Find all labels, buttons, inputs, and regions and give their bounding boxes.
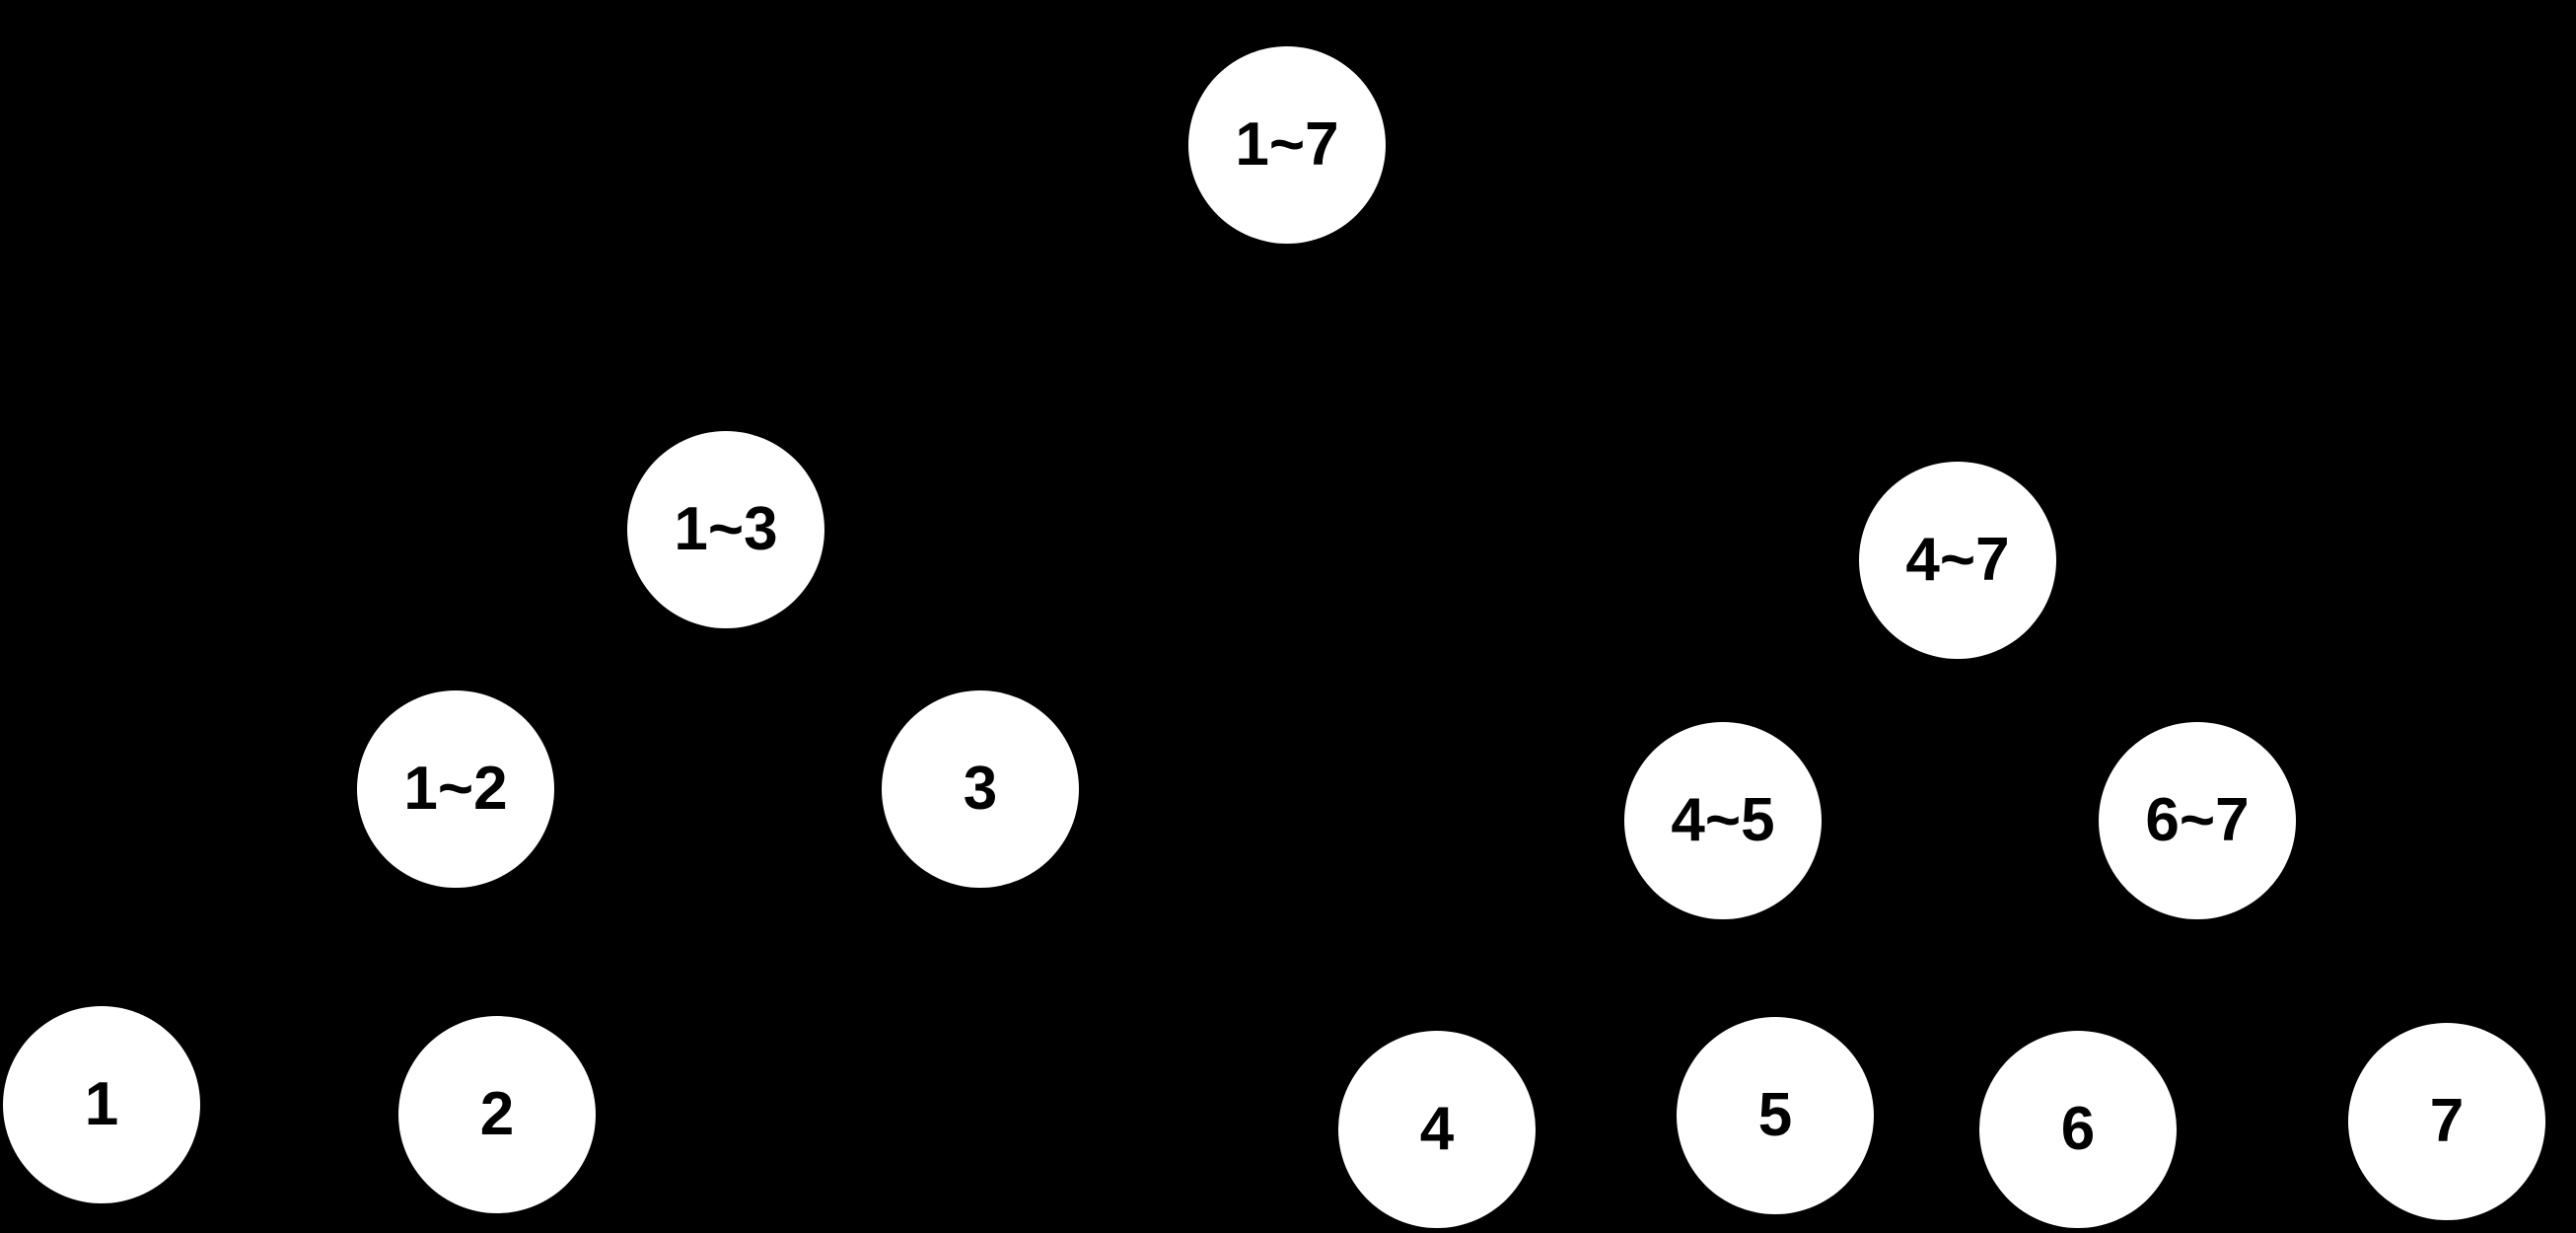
tree-node-4-5: 4~5 (1624, 722, 1822, 919)
tree-node-1-7: 1~7 (1188, 46, 1386, 244)
node-label-4-5: 4~5 (1671, 786, 1775, 854)
tree-node-2: 2 (398, 1016, 596, 1213)
tree-node-4: 4 (1338, 1031, 1536, 1228)
node-label-7: 7 (2429, 1087, 2465, 1155)
tree-node-7: 7 (2348, 1023, 2545, 1220)
node-label-2: 2 (479, 1080, 515, 1148)
node-label-6-7: 6~7 (2145, 786, 2250, 854)
tree-node-6-7: 6~7 (2099, 722, 2296, 919)
tree-node-3: 3 (882, 690, 1079, 888)
tree-node-6: 6 (1979, 1031, 2177, 1228)
node-label-5: 5 (1757, 1081, 1793, 1149)
tree-node-1: 1 (3, 1006, 200, 1203)
node-label-4-7: 4~7 (1905, 526, 2010, 594)
node-label-6: 6 (2060, 1095, 2096, 1163)
node-label-1-3: 1~3 (674, 495, 778, 563)
node-label-1-2: 1~2 (403, 755, 508, 823)
node-label-1: 1 (84, 1070, 119, 1138)
node-label-3: 3 (963, 755, 998, 823)
tree-node-5: 5 (1677, 1017, 1874, 1214)
tree-node-1-3: 1~3 (627, 431, 824, 628)
tree-node-1-2: 1~2 (357, 690, 554, 888)
node-label-1-7: 1~7 (1235, 110, 1339, 179)
tree-node-4-7: 4~7 (1859, 462, 2056, 659)
node-label-4: 4 (1419, 1095, 1455, 1163)
